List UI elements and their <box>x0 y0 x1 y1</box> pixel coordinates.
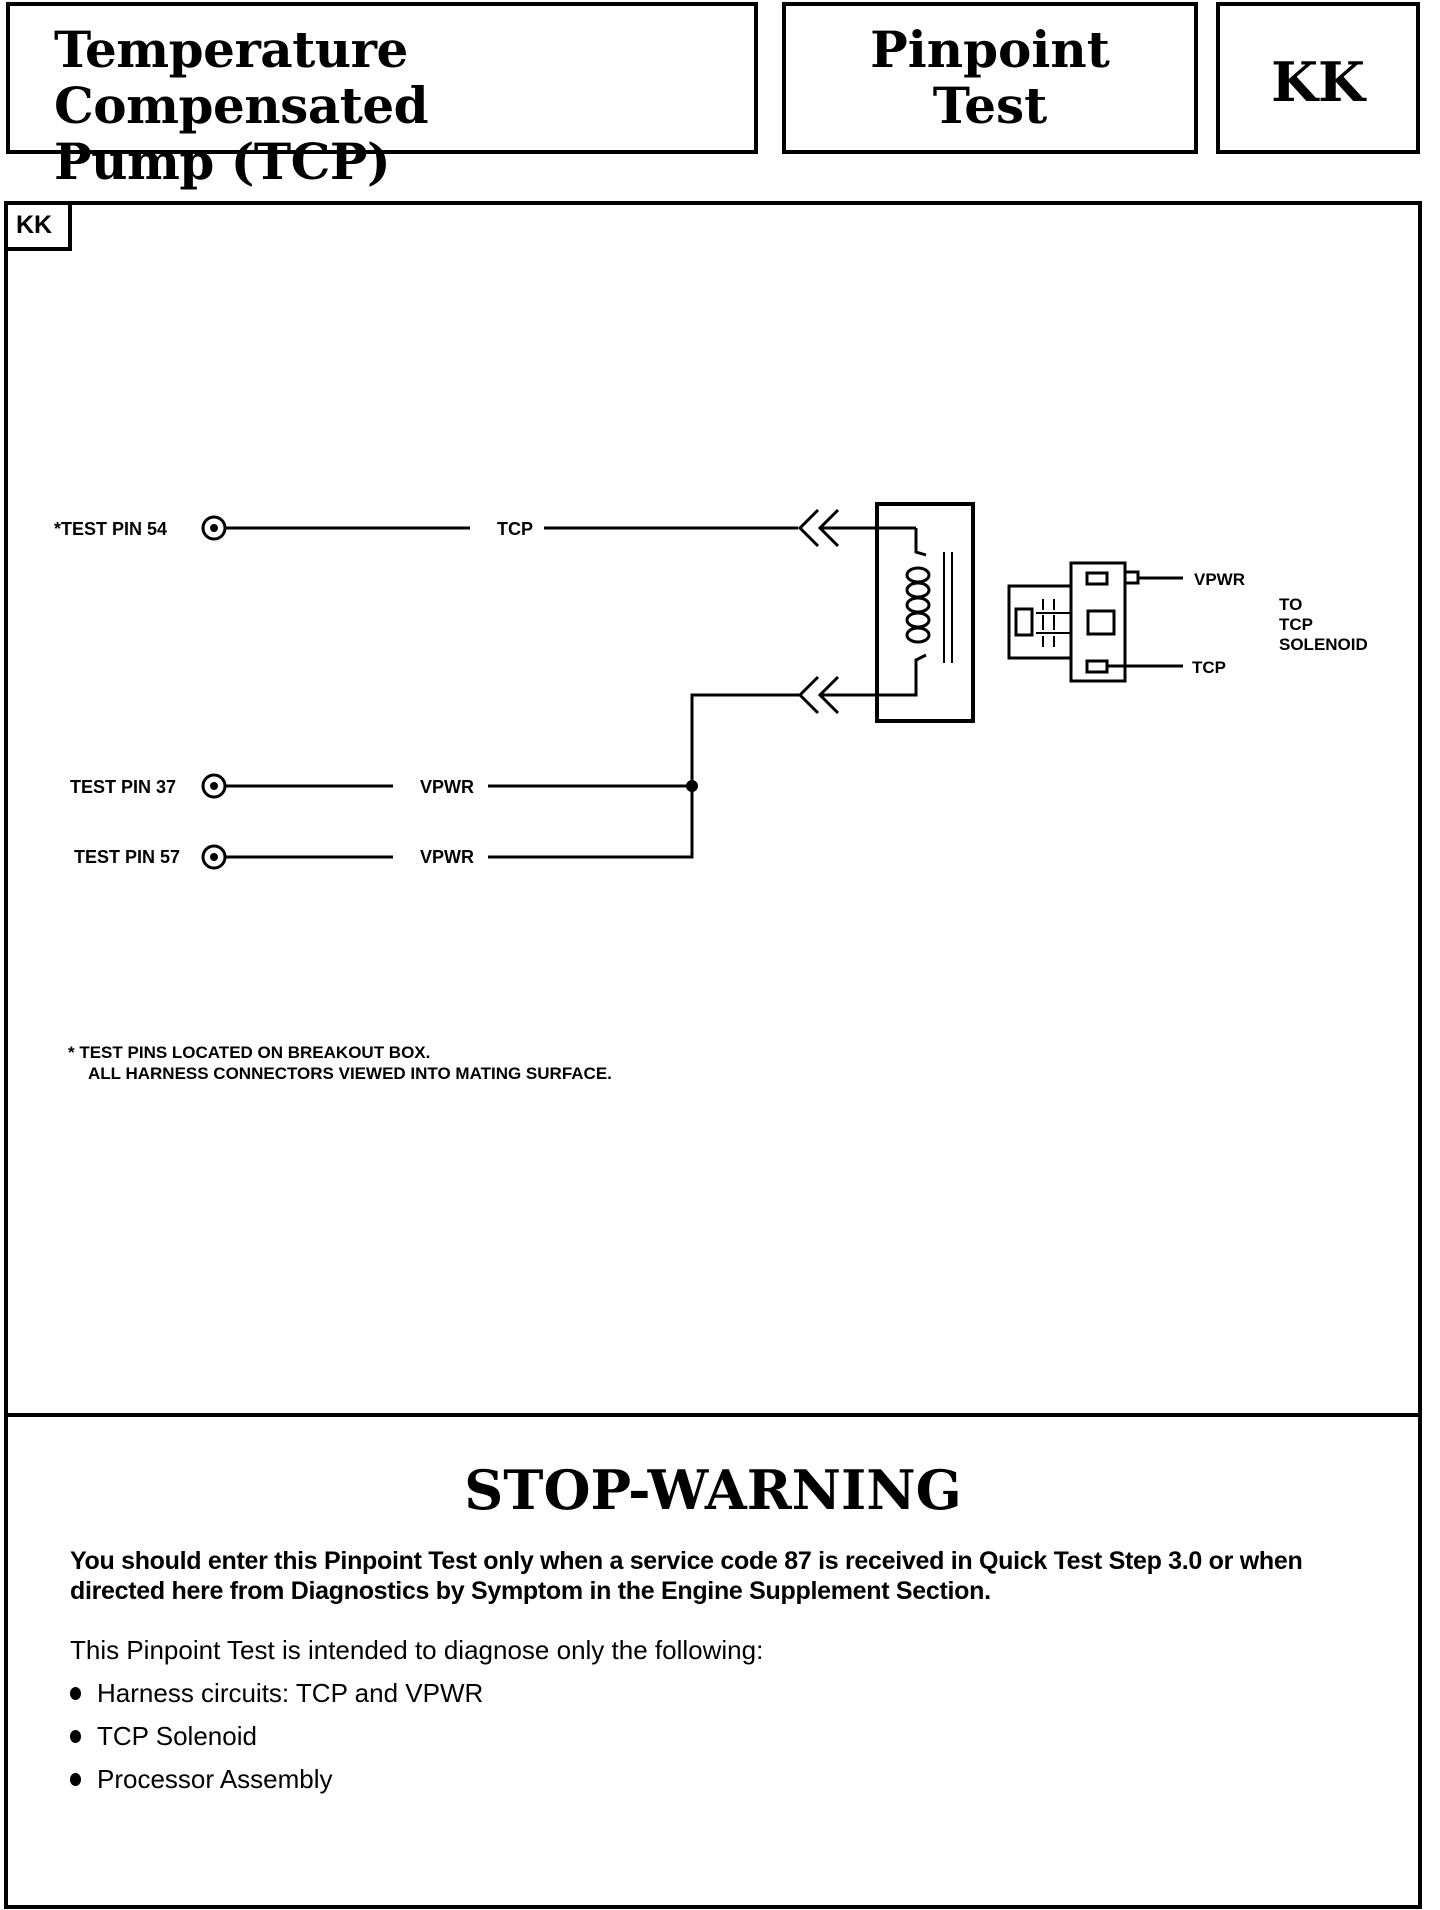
title-box: Temperature Compensated Pump (TCP) <box>6 2 758 190</box>
test-type-line-2: Test <box>932 76 1048 135</box>
title-line-1: Temperature Compensated <box>54 20 429 135</box>
test-code: KK <box>1271 50 1365 114</box>
test-type-line-1: Pinpoint <box>870 20 1110 79</box>
destination-line-2: TCP <box>1279 615 1313 634</box>
list-item-text: Harness circuits: TCP and VPWR <box>97 1678 484 1708</box>
list-item-text: Processor Assembly <box>97 1764 333 1794</box>
pin-57-label: TEST PIN 57 <box>74 847 180 867</box>
pin-54-terminal-dot <box>210 524 218 532</box>
connector-chevron-icon <box>797 508 820 548</box>
scope-intro: This Pinpoint Test is intended to diagno… <box>70 1635 764 1665</box>
diagram-tag: KK <box>8 205 72 251</box>
warning-title: STOP-WARNING <box>464 1458 962 1522</box>
harness-connector-icon <box>1007 561 1183 683</box>
connector-vpwr-label: VPWR <box>1194 570 1245 589</box>
pin-37-terminal-dot <box>210 782 218 790</box>
bullet-icon <box>70 1772 81 1786</box>
pin-54-label: *TEST PIN 54 <box>54 519 167 539</box>
list-item: Harness circuits: TCP and VPWR <box>70 1678 483 1708</box>
pin-37-row: TEST PIN 37 VPWR <box>70 773 698 799</box>
solenoid <box>690 502 975 785</box>
wiring-diagram: *TEST PIN 54 TCP <box>54 502 1368 1083</box>
solenoid-housing <box>875 502 975 723</box>
page-title: Temperature Compensated Pump (TCP) <box>54 22 754 190</box>
connector-chevron-icon <box>817 675 840 715</box>
title-line-2: Pump (TCP) <box>54 132 391 191</box>
diagram-frame: KK *TEST PIN 54 TCP <box>4 201 1422 1909</box>
section-divider <box>8 1413 1418 1417</box>
list-item-text: TCP Solenoid <box>97 1721 257 1751</box>
connector-chevron-icon <box>797 675 820 715</box>
warning-body: You should enter this Pinpoint Test only… <box>70 1547 1303 1605</box>
footnote-line-1: * TEST PINS LOCATED ON BREAKOUT BOX. <box>68 1043 430 1062</box>
destination-line-3: SOLENOID <box>1279 635 1368 654</box>
list-item: TCP Solenoid <box>70 1721 257 1751</box>
vpwr-riser <box>690 693 800 785</box>
bullet-icon <box>70 1686 81 1700</box>
vpwr-wire-label: VPWR <box>420 777 474 797</box>
test-type: Pinpoint Test <box>786 22 1194 134</box>
test-type-box: Pinpoint Test <box>782 2 1198 154</box>
pin-57-row: TEST PIN 57 VPWR <box>74 785 694 870</box>
pin-57-terminal-dot <box>210 853 218 861</box>
bullet-icon <box>70 1729 81 1743</box>
coil-icon <box>905 566 931 644</box>
test-code-box: KK <box>1216 2 1420 154</box>
destination-line-1: TO <box>1279 595 1302 614</box>
pin-37-label: TEST PIN 37 <box>70 777 176 797</box>
pin-54-row: *TEST PIN 54 TCP <box>54 508 916 548</box>
tcp-wire-label: TCP <box>497 519 533 539</box>
connector-tcp-label: TCP <box>1192 658 1226 677</box>
list-item: Processor Assembly <box>70 1764 333 1794</box>
vpwr-wire-label: VPWR <box>420 847 474 867</box>
footnote-line-2: ALL HARNESS CONNECTORS VIEWED INTO MATIN… <box>88 1064 612 1083</box>
